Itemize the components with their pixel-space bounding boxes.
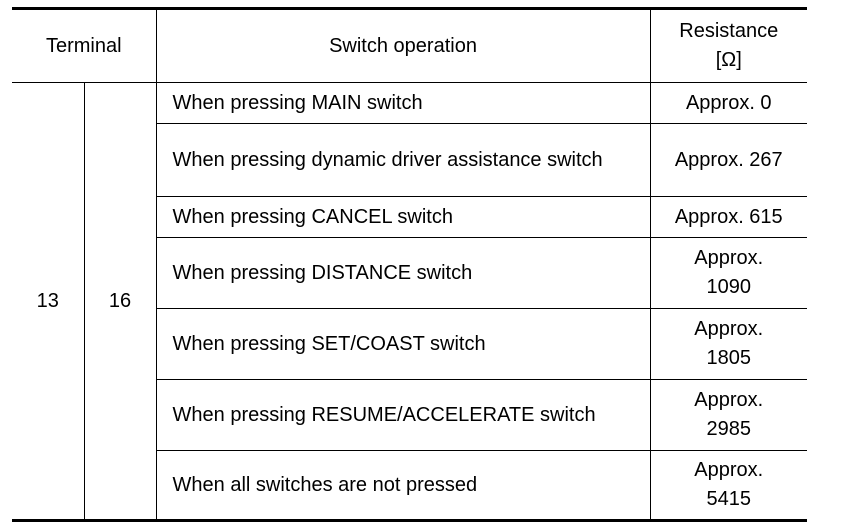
switch-operation-cell: When all switches are not pressed <box>156 450 651 521</box>
resistance-cell: Approx. 1805 <box>649 308 808 380</box>
table-row: 13 16 When pressing MAIN switch Approx. … <box>12 82 808 521</box>
header-resistance: Resistance [Ω] <box>649 8 808 83</box>
table-row: When pressing RESUME/ACCELERATE switch A… <box>12 379 808 451</box>
header-switch-operation: Switch operation <box>155 8 651 83</box>
table-row: When pressing CANCEL switch Approx. 615 <box>12 196 808 238</box>
switch-operation-cell: When pressing RESUME/ACCELERATE switch <box>156 379 651 451</box>
resistance-cell: Approx. 5415 <box>649 450 808 521</box>
resistance-cell: Approx. 615 <box>649 196 808 238</box>
switch-operation-cell: When pressing MAIN switch <box>155 82 651 124</box>
switch-operation-cell: When pressing dynamic driver assistance … <box>156 123 651 197</box>
header-resistance-unit: [Ω] <box>715 49 742 71</box>
switch-operation-cell: When pressing DISTANCE switch <box>156 237 651 309</box>
resistance-cell: Approx. 2985 <box>649 379 808 451</box>
table-row: When pressing dynamic driver assistance … <box>12 123 808 197</box>
table-row: When pressing DISTANCE switch Approx. 10… <box>12 237 808 309</box>
header-resistance-label: Resistance <box>679 20 779 42</box>
resistance-value: Approx. 1090 <box>694 247 764 298</box>
resistance-value: Approx. 5415 <box>694 459 764 510</box>
resistance-value: Approx. 615 <box>674 205 783 228</box>
resistance-table: Terminal Switch operation Resistance [Ω]… <box>12 7 808 522</box>
resistance-value: Approx. 2985 <box>694 389 764 440</box>
resistance-value: Approx. 267 <box>674 148 783 171</box>
table-row: When pressing SET/COAST switch Approx. 1… <box>12 308 808 380</box>
resistance-value: Approx. 0 <box>685 91 772 114</box>
terminal-b-cell: 16 <box>83 82 157 521</box>
resistance-value: Approx. 1805 <box>694 318 764 369</box>
resistance-cell: Approx. 267 <box>649 123 808 197</box>
header-terminal: Terminal <box>12 8 157 83</box>
resistance-cell: Approx. 0 <box>649 82 808 124</box>
table-row: When all switches are not pressed Approx… <box>12 450 808 521</box>
terminal-a-cell: 13 <box>12 82 85 521</box>
resistance-cell: Approx. 1090 <box>649 237 808 309</box>
switch-operation-cell: When pressing CANCEL switch <box>156 196 651 238</box>
switch-operation-cell: When pressing SET/COAST switch <box>156 308 651 380</box>
table-header-row: Terminal Switch operation Resistance [Ω] <box>12 8 808 83</box>
